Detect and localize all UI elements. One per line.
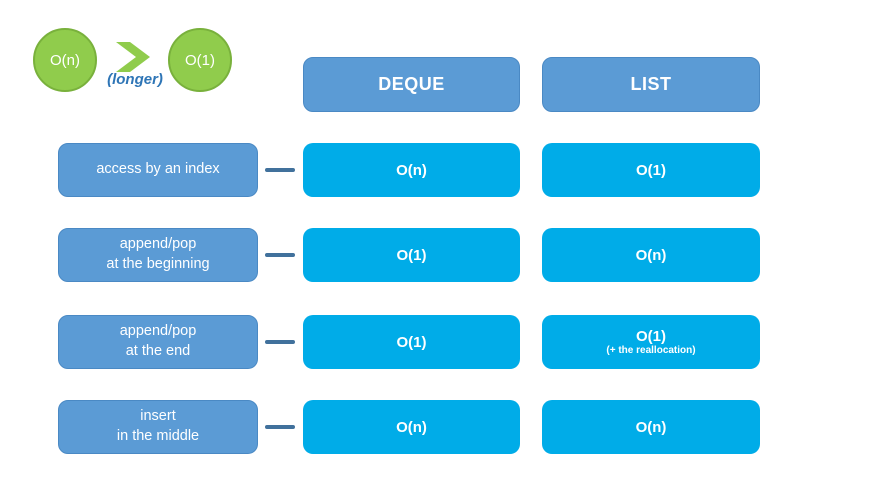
table-row: append/pop at the beginning O(1) O(n) (0, 228, 880, 282)
deque-cell-value: O(n) (396, 418, 427, 436)
chevron-right-icon (116, 42, 150, 72)
longer-label: (longer) (107, 71, 163, 88)
complexity-circle-on-label: O(n) (50, 51, 80, 69)
list-cell-value: O(1) (636, 327, 666, 345)
list-cell-value: O(n) (635, 418, 667, 436)
list-cell: O(n) (542, 400, 760, 454)
list-cell-value: O(1) (636, 161, 666, 179)
row-label: insert in the middle (58, 400, 258, 454)
deque-cell-value: O(n) (396, 161, 427, 179)
complexity-circle-o1-label: O(1) (185, 51, 215, 69)
row-label: access by an index (58, 143, 258, 197)
connector-dash (265, 168, 295, 172)
deque-cell: O(n) (303, 143, 520, 197)
column-header-list: LIST (542, 57, 760, 112)
list-cell: O(1) (542, 143, 760, 197)
deque-cell: O(1) (303, 315, 520, 369)
list-cell-value: O(n) (635, 246, 667, 264)
row-label: append/pop at the beginning (58, 228, 258, 282)
deque-cell: O(1) (303, 228, 520, 282)
connector-dash (265, 253, 295, 257)
column-header-deque: DEQUE (303, 57, 520, 112)
list-cell-note: (+ the reallocation) (606, 344, 696, 356)
list-cell: O(1) (+ the reallocation) (542, 315, 760, 369)
deque-cell-value: O(1) (396, 246, 427, 264)
table-row: append/pop at the end O(1) O(1) (+ the r… (0, 315, 880, 369)
connector-dash (265, 340, 295, 344)
table-row: access by an index O(n) O(1) (0, 143, 880, 197)
complexity-circle-o1: O(1) (168, 28, 232, 92)
connector-dash (265, 425, 295, 429)
complexity-circle-on: O(n) (33, 28, 97, 92)
table-row: insert in the middle O(n) O(n) (0, 400, 880, 454)
deque-cell-value: O(1) (396, 333, 427, 351)
list-cell: O(n) (542, 228, 760, 282)
deque-cell: O(n) (303, 400, 520, 454)
row-label: append/pop at the end (58, 315, 258, 369)
